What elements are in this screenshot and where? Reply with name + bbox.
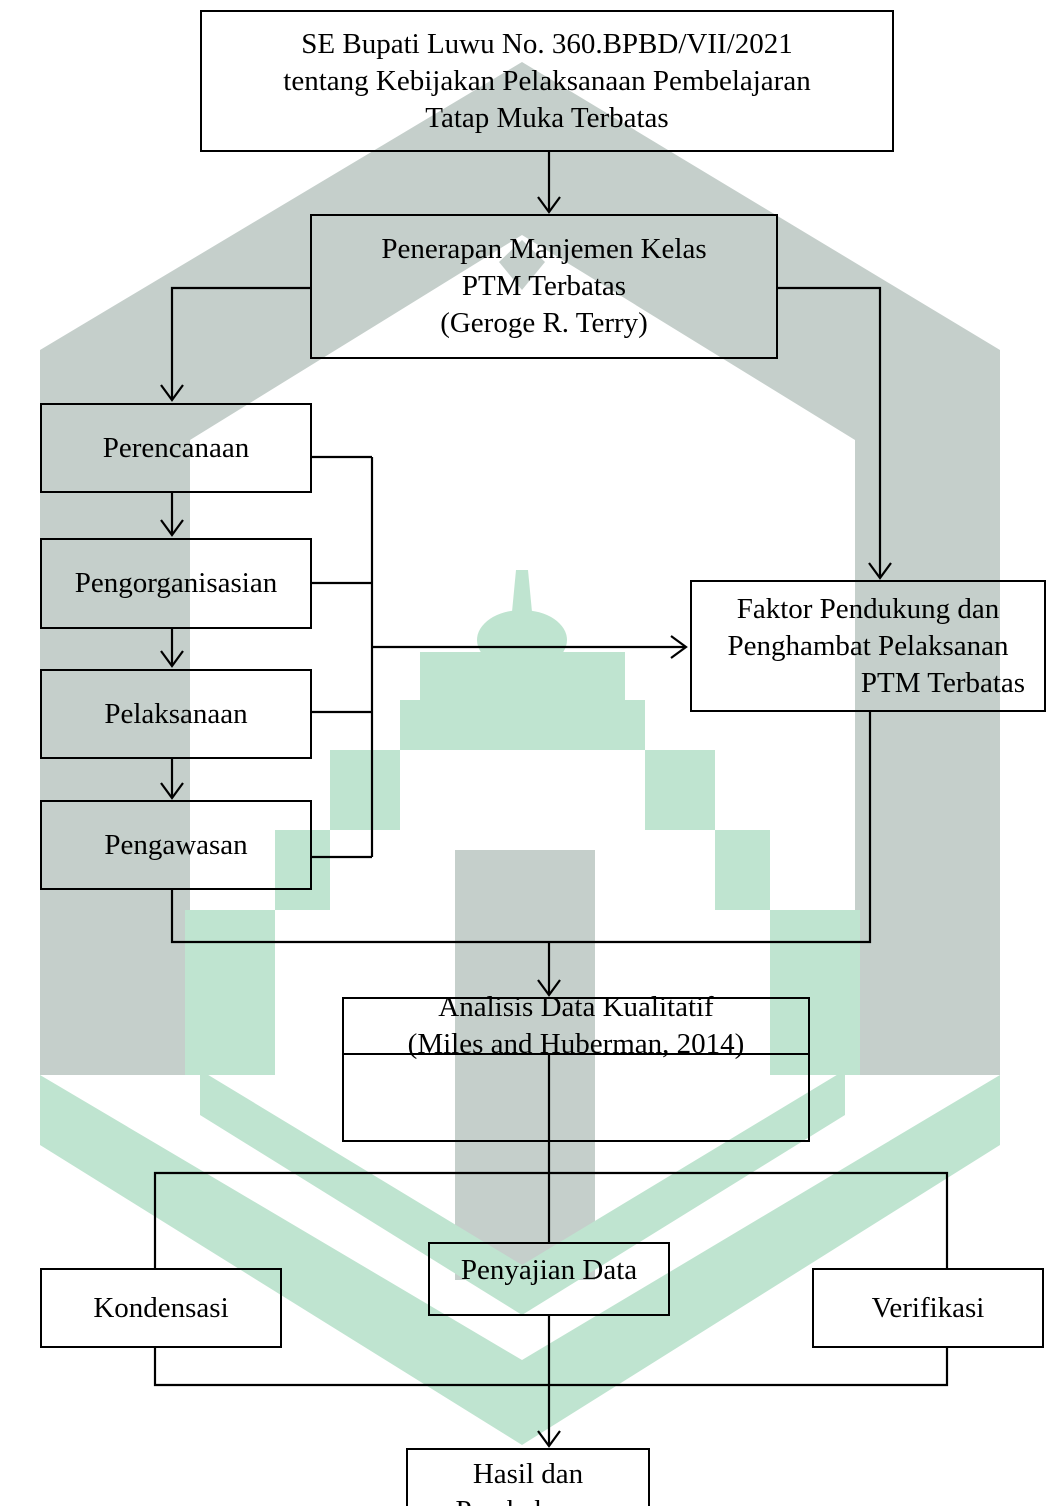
condensation-box: Kondensasi [40,1268,282,1348]
watermark-gray-frame [40,62,1000,1280]
arrow-management-to-factors [778,286,892,580]
management-box: Penerapan Manjemen Kelas PTM Terbatas (G… [310,214,778,359]
management-line-1: Penerapan Manjemen Kelas [381,233,707,265]
policy-line-3: Tatap Muka Terbatas [425,101,669,134]
results-line-2: Pembahasan [456,1493,601,1506]
organizing-box: Pengorganisasian [40,538,312,629]
watermark-green-chevron [40,570,1000,1445]
analysis-text-block [342,997,810,1142]
arrow-functions-to-factors [372,635,688,659]
policy-line-2: tentang Kebijakan Pelaksanaan Pembelajar… [283,64,811,97]
condensation-label: Kondensasi [93,1291,229,1324]
supervising-label: Pengawasan [104,828,248,861]
factors-box: Faktor Pendukung dan Penghambat Pelaksan… [690,580,1046,712]
merge-to-analysis [170,712,872,997]
supervising-box: Pengawasan [40,800,312,890]
policy-line-1: SE Bupati Luwu No. 360.BPBD/VII/2021 [301,27,793,60]
planning-box: Perencanaan [40,403,312,493]
techniques-to-results [153,1316,949,1448]
results-line-1: Hasil dan [472,1458,584,1490]
implementing-box: Pelaksanaan [40,669,312,759]
verification-box: Verifikasi [812,1268,1044,1348]
bracket-management-functions [312,455,374,859]
analysis-to-techniques [153,1055,949,1268]
management-line-2: PTM Terbatas [461,270,627,302]
factors-line-1: Faktor Pendukung dan [736,592,1000,625]
management-line-3: (Geroge R. Terry) [440,307,648,339]
presentation-box: Penyajian Data [428,1242,670,1316]
factors-line-3: PTM Terbatas [860,666,1026,699]
implementing-label: Pelaksanaan [104,697,248,730]
planning-label: Perencanaan [102,431,250,464]
verification-label: Verifikasi [871,1291,985,1324]
presentation-label: Penyajian Data [460,1254,638,1286]
factors-line-2: Penghambat Pelaksanan [727,629,1009,662]
arrow-planning-to-organizing [160,493,184,537]
analysis-line-2: (Miles and Huberman, 2014) [407,1028,745,1060]
policy-box: SE Bupati Luwu No. 360.BPBD/VII/2021 ten… [200,10,894,152]
arrow-policy-to-management [537,152,561,214]
arrow-implementing-to-supervising [160,759,184,800]
arrow-management-to-planning [160,286,310,402]
arrow-organizing-to-implementing [160,629,184,668]
results-box: Hasil dan Pembahasan [406,1448,650,1506]
organizing-label: Pengorganisasian [74,567,278,599]
analysis-line-1: Analisis Data Kualitatif [438,991,714,1023]
